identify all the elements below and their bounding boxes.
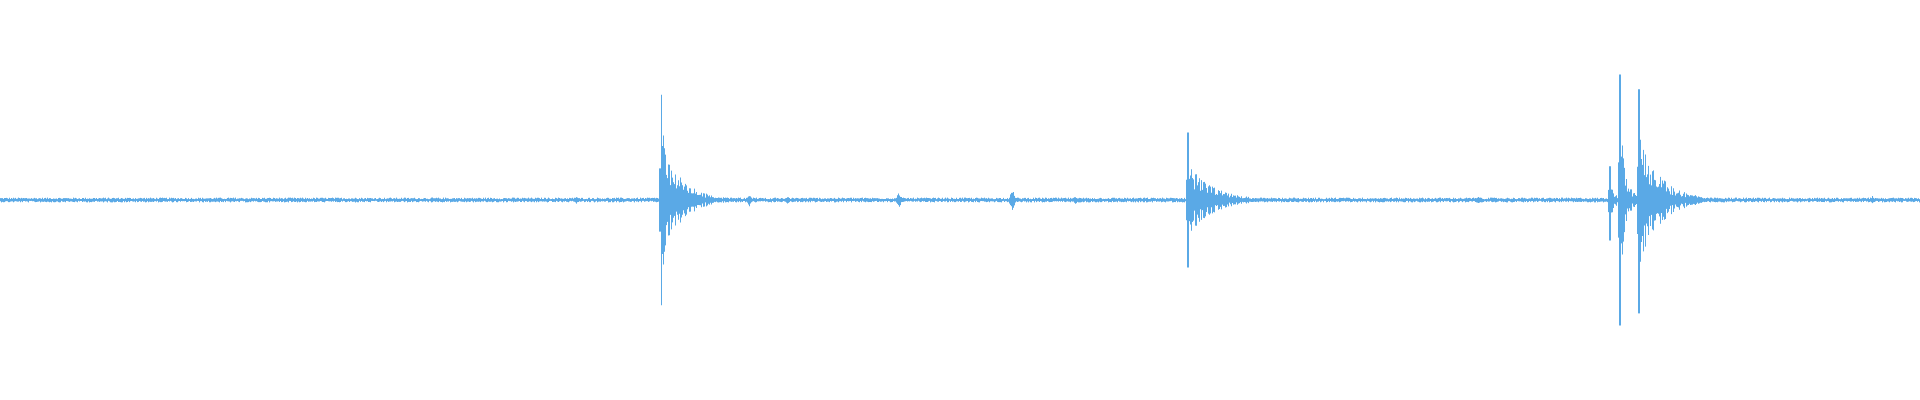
waveform-trace: [0, 74, 1920, 326]
waveform-path: [0, 74, 1920, 326]
